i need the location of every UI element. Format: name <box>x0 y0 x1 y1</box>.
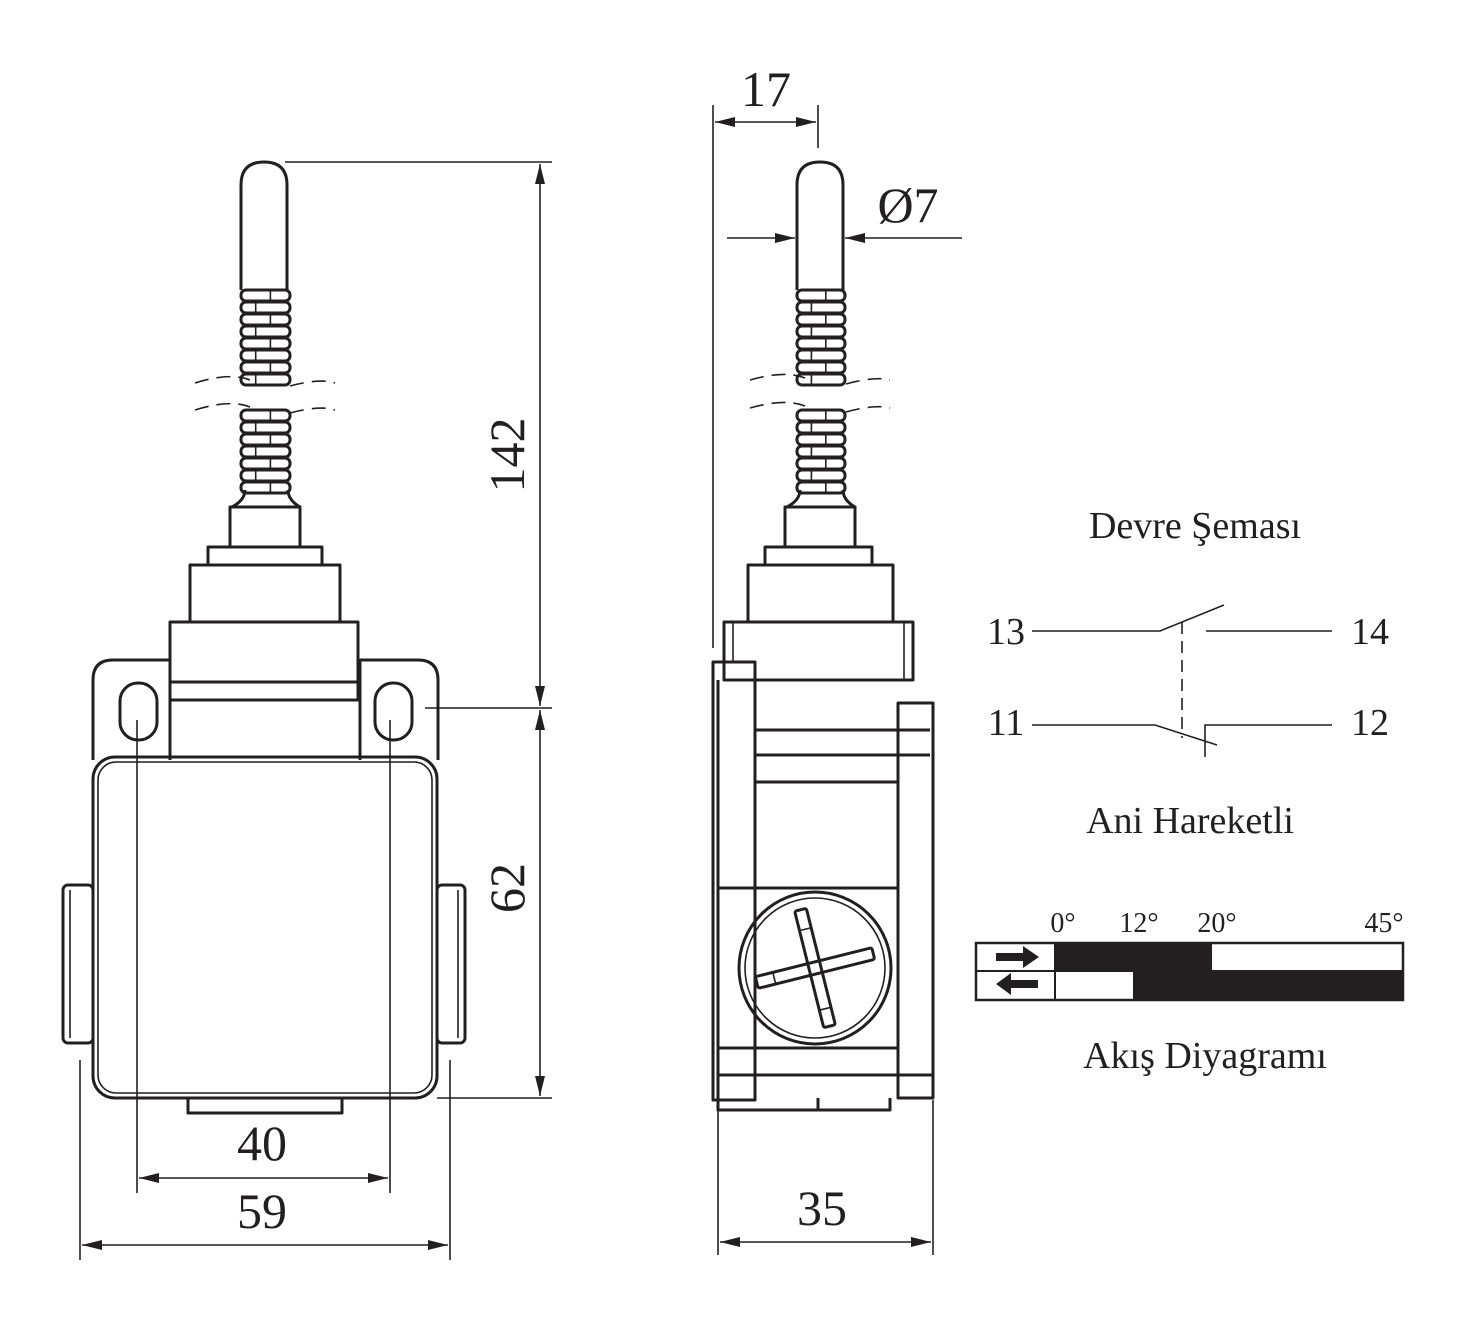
flange <box>206 545 324 567</box>
plunger-cap <box>239 160 289 290</box>
dim-rod-offset: 17 <box>741 61 791 117</box>
spring-coil <box>795 288 847 303</box>
circuit-title: Devre Şeması <box>1089 505 1301 547</box>
spring <box>795 288 847 495</box>
dim-rod-diameter: Ø7 <box>877 177 938 233</box>
switch-type-label: Ani Hareketli <box>1086 800 1294 842</box>
spring-coil <box>795 324 847 339</box>
nc-contact <box>1032 724 1332 757</box>
spring-coil <box>795 444 847 459</box>
terminal-12: 12 <box>1351 702 1389 744</box>
mount-slot-left <box>118 681 159 742</box>
side-left-block <box>711 660 757 1102</box>
spring-coil <box>239 300 292 315</box>
spring-coil <box>239 336 292 351</box>
spring-coil <box>239 360 292 375</box>
mount-ear-right <box>358 658 440 760</box>
spring-coil <box>795 408 847 423</box>
spring-coil <box>795 420 847 435</box>
spring-coil <box>239 288 292 303</box>
flow-diagram: 0° 12° 20° 45° Akış Diyagramı <box>974 908 1405 1077</box>
circuit-diagram: Devre Şeması 13 14 11 12 Ani Hareketli <box>987 505 1389 842</box>
spring-coil <box>239 348 292 363</box>
spring-coil <box>795 456 847 471</box>
spring <box>239 288 292 495</box>
terminal-13: 13 <box>987 611 1025 653</box>
bottom-nub <box>186 1096 344 1115</box>
spring-coil <box>239 312 292 327</box>
dim-body-height: 62 <box>479 863 535 913</box>
angle-label: 0° <box>1050 908 1075 939</box>
angle-label: 45° <box>1364 908 1403 939</box>
terminal-11: 11 <box>988 702 1025 744</box>
cable-gland-left <box>61 883 95 1045</box>
spring-coil <box>239 480 292 495</box>
contact-closed-bar-return <box>1133 971 1403 1000</box>
housing-inner-edge <box>97 761 433 1094</box>
head-band <box>168 680 360 702</box>
contact-closed-bar-forward <box>1055 943 1212 971</box>
head-collar <box>188 563 342 624</box>
side-cover-plate <box>896 701 935 1100</box>
stem-base <box>228 505 302 549</box>
spring-coil <box>239 444 292 459</box>
spring-coil <box>239 372 292 387</box>
spring-coil <box>795 468 847 483</box>
angle-label: 12° <box>1119 908 1158 939</box>
spring-coil <box>795 312 847 327</box>
front-dimensions: 142 62 40 59 <box>79 161 552 1260</box>
spring-coil <box>795 360 847 375</box>
front-view <box>61 160 467 1115</box>
angle-label: 20° <box>1197 908 1236 939</box>
spring-coil <box>795 336 847 351</box>
spring-coil <box>795 480 847 495</box>
spring-coil <box>239 324 292 339</box>
no-contact <box>1032 604 1332 632</box>
spring-coil <box>795 432 847 447</box>
terminal-14: 14 <box>1351 611 1389 653</box>
spring-coil <box>239 432 292 447</box>
spring-coil <box>795 348 847 363</box>
plunger-cap <box>795 160 845 290</box>
dim-body-width: 59 <box>237 1183 287 1239</box>
arrow-right-icon <box>996 946 1039 968</box>
dim-total-height: 142 <box>479 418 535 493</box>
spring-coil <box>239 408 292 423</box>
spring-coil <box>795 300 847 315</box>
side-dimensions: 17 Ø7 35 <box>712 61 962 1255</box>
housing-body <box>91 755 439 1100</box>
spring-coil <box>239 420 292 435</box>
terminal-screw <box>737 890 893 1046</box>
dim-side-depth: 35 <box>797 1180 847 1236</box>
side-view <box>711 160 935 1112</box>
arrow-left-icon <box>996 973 1038 995</box>
spring-coil <box>239 468 292 483</box>
mount-slot-right <box>373 681 414 742</box>
flow-title: Akış Diyagramı <box>1083 1035 1327 1077</box>
spring-coil <box>795 372 847 387</box>
head-base <box>168 620 360 684</box>
cable-gland-right <box>435 883 467 1045</box>
dim-mount-spacing: 40 <box>237 1115 287 1171</box>
mount-ear-left <box>91 658 172 760</box>
spring-coil <box>239 456 292 471</box>
